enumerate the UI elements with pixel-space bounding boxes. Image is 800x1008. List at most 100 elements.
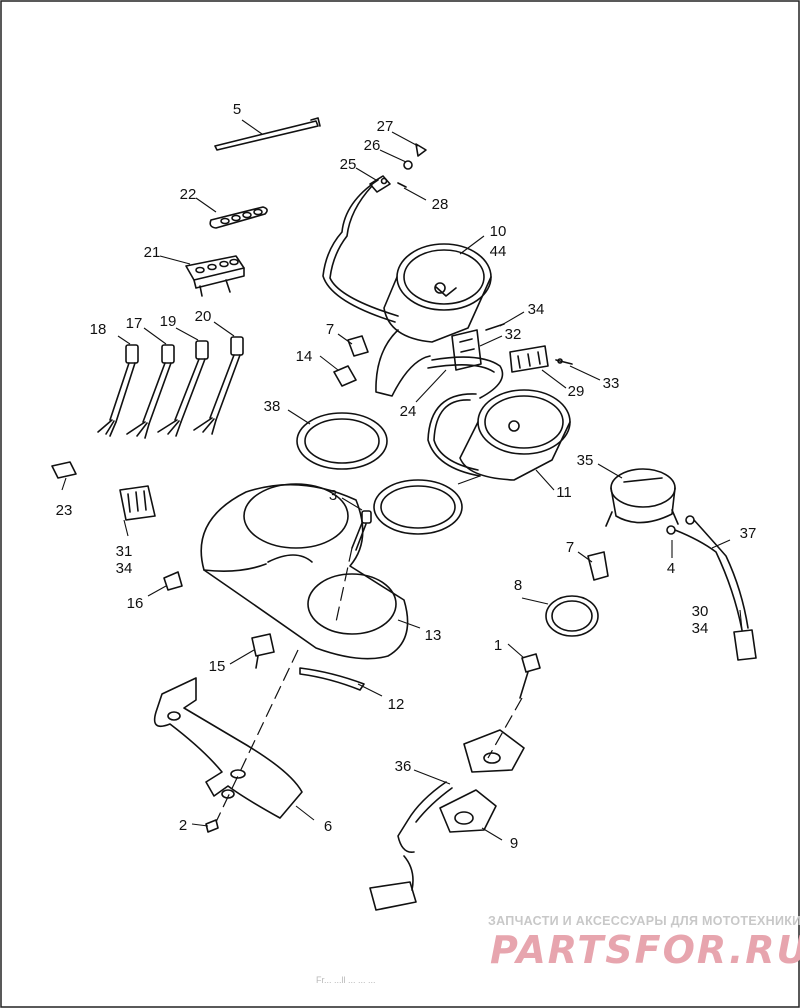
leader-32: [479, 335, 503, 347]
part-10-speedometer: [322, 179, 492, 397]
leader-26: [379, 149, 407, 163]
callout-25: 25: [340, 156, 357, 173]
leader-27: [391, 131, 419, 147]
leader-22: [195, 197, 217, 213]
part-19-bulb-socket: [157, 340, 209, 437]
part-14-socket: [333, 365, 357, 387]
leader-30: [739, 609, 743, 631]
callout-16: 16: [127, 595, 144, 612]
callout-24: 24: [400, 403, 417, 420]
leader-21: [159, 255, 191, 265]
callout-6: 6: [324, 818, 332, 835]
leader-11: [535, 469, 555, 491]
callout-35: 35: [577, 452, 594, 469]
leader-6: [295, 805, 315, 821]
part-15-switch: [251, 633, 275, 669]
leader-18: [117, 335, 131, 345]
callout-5: 5: [233, 101, 241, 118]
callout-7-lower: 7: [566, 539, 574, 556]
part-11-gasket: [373, 479, 463, 535]
callout-34-left: 34: [116, 560, 133, 577]
leader-7a: [337, 333, 353, 345]
part-16-grommet: [163, 571, 183, 591]
leader-10: [459, 235, 485, 255]
callout-29: 29: [568, 383, 585, 400]
leader-12: [357, 683, 383, 697]
leader-20: [213, 321, 235, 337]
callout-1: 1: [494, 637, 502, 654]
callout-9: 9: [510, 835, 518, 852]
callout-2: 2: [179, 817, 187, 834]
callout-19: 19: [160, 313, 177, 330]
part-22-grommet: [209, 206, 268, 229]
part-21-connector-housing: [185, 255, 245, 297]
part-7-bulb-upper: [347, 335, 369, 357]
part-11-tachometer: [427, 389, 571, 481]
callout-18: 18: [90, 321, 107, 338]
part-13-console: [200, 483, 409, 660]
part-25-connector: [369, 175, 391, 193]
callout-11: 11: [556, 484, 572, 501]
leader-25: [355, 167, 377, 181]
callout-22: 22: [180, 186, 197, 203]
part-24-harness: [427, 356, 504, 399]
part-36-indicator-bracket: [397, 729, 525, 891]
callout-37: 37: [740, 525, 757, 542]
footer-text: Fr... ...ll ... ... ...: [316, 975, 376, 985]
part-32-connector: [451, 329, 482, 371]
part-1-screw: [519, 653, 541, 699]
leader-31: [123, 519, 129, 537]
callout-28: 28: [432, 196, 449, 213]
callout-3: 3: [329, 487, 337, 504]
callout-36: 36: [395, 758, 412, 775]
callout-44: 44: [490, 243, 507, 260]
part-5-cable-strap: [214, 117, 321, 151]
callout-4: 4: [667, 560, 675, 577]
callout-7-upper: 7: [326, 321, 334, 338]
part-20-bulb-socket: [193, 336, 244, 435]
callout-13: 13: [425, 627, 442, 644]
assembly-line-2: [215, 649, 299, 823]
callout-31: 31: [116, 543, 133, 560]
leader-38: [287, 409, 311, 425]
callout-33: 33: [603, 375, 620, 392]
assembly-line-1: [487, 697, 523, 759]
leader-14: [319, 355, 339, 371]
assembly-line-3: [335, 547, 353, 623]
leader-19: [175, 327, 199, 341]
leader-36: [413, 769, 451, 785]
leader-5: [241, 119, 263, 135]
callout-23: 23: [56, 502, 73, 519]
part-33-terminal: [555, 358, 573, 365]
part-31-connector: [119, 485, 156, 521]
leader-11-ring: [457, 475, 481, 485]
watermark-logo: PARTSFOR.RU: [490, 928, 800, 972]
leader-3: [341, 497, 363, 511]
leader-9: [481, 827, 503, 841]
leader-33: [569, 365, 601, 381]
part-12-trim-strip: [299, 667, 365, 691]
leader-17: [143, 327, 167, 345]
leader-23: [61, 477, 67, 491]
callout-27: 27: [377, 118, 394, 135]
part-30-connector: [733, 629, 757, 661]
part-17-bulb-socket: [126, 344, 175, 439]
watermark-tagline: ЗАПЧАСТИ И АКСЕССУАРЫ ДЛЯ МОТОТЕХНИКИ: [488, 914, 800, 928]
part-7-bulb-lower: [587, 551, 609, 581]
callout-14: 14: [296, 348, 313, 365]
callout-8: 8: [514, 577, 522, 594]
callout-20: 20: [195, 308, 212, 325]
leader-15: [229, 649, 255, 665]
leader-1: [507, 643, 525, 659]
part-28-pin: [397, 182, 407, 188]
callout-38: 38: [264, 398, 281, 415]
callout-32: 32: [505, 326, 522, 343]
part-38-gasket: [296, 412, 388, 470]
leader-8: [521, 597, 549, 605]
part-35-indicator-housing: [605, 468, 679, 527]
part-18-bulb-socket: [97, 344, 139, 437]
leader-24: [415, 369, 447, 403]
